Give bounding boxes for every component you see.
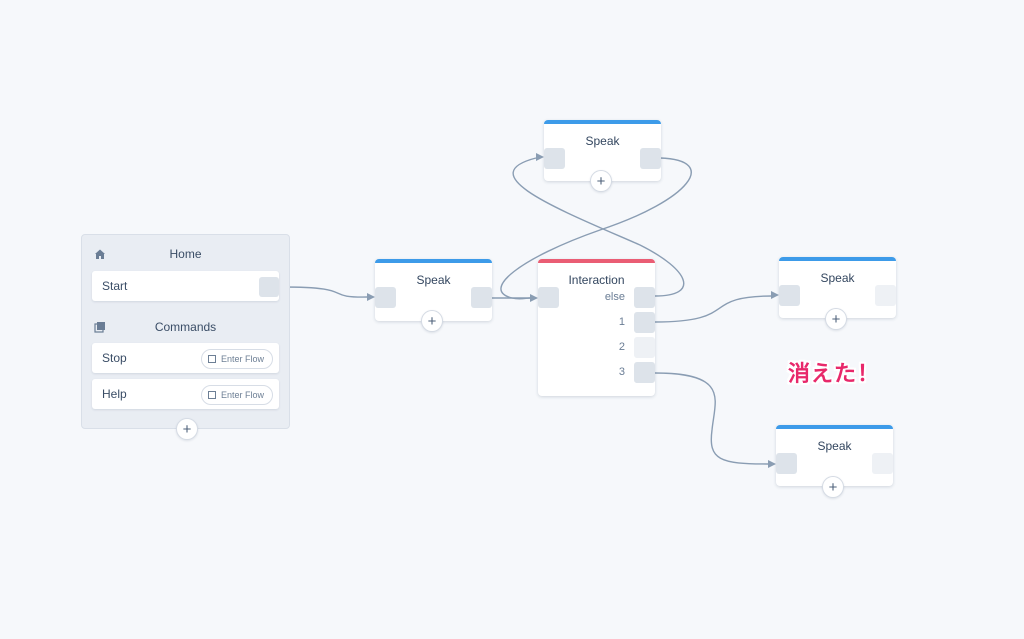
input-port[interactable] xyxy=(544,148,565,169)
enter-flow-label: Enter Flow xyxy=(220,354,264,364)
input-port[interactable] xyxy=(375,287,396,308)
start-output-port[interactable] xyxy=(259,277,279,297)
command-label: Stop xyxy=(102,351,127,365)
commands-label: Commands xyxy=(154,320,217,334)
enter-flow-button[interactable]: Enter Flow xyxy=(200,349,273,369)
speak-node-right-top[interactable]: Speak xyxy=(779,257,896,318)
option-port-2[interactable] xyxy=(634,337,655,358)
option-port-else[interactable] xyxy=(634,287,655,308)
add-step-button[interactable]: + xyxy=(590,170,612,192)
start-row[interactable]: Start xyxy=(92,271,279,301)
command-panel: Home Start Commands Stop Enter Flow Help… xyxy=(81,234,290,429)
speak-bar xyxy=(375,259,492,263)
command-row-help[interactable]: Help Enter Flow xyxy=(92,379,279,409)
option-port-1[interactable] xyxy=(634,312,655,333)
home-icon xyxy=(94,248,106,260)
option-label: 3 xyxy=(618,366,625,378)
interaction-bar xyxy=(538,259,655,263)
add-step-button[interactable]: + xyxy=(822,476,844,498)
home-label: Home xyxy=(169,247,202,261)
flow-icon xyxy=(207,355,216,363)
speak-bar xyxy=(544,120,661,124)
node-title: Speak xyxy=(817,439,852,453)
start-label: Start xyxy=(102,279,128,293)
flow-icon xyxy=(207,391,216,399)
output-port[interactable] xyxy=(640,148,661,169)
command-label: Help xyxy=(102,387,127,401)
input-port[interactable] xyxy=(776,453,797,474)
speak-node-right-bottom[interactable]: Speak xyxy=(776,425,893,486)
wire-opt3-to-speak xyxy=(654,372,769,465)
add-command-button[interactable]: + xyxy=(176,418,198,440)
wire-start-to-speak xyxy=(280,286,369,298)
wire-opt1-to-speak xyxy=(654,295,773,323)
speak-node-center[interactable]: Speak xyxy=(375,259,492,321)
add-step-button[interactable]: + xyxy=(825,308,847,330)
node-title: Interaction xyxy=(568,273,625,287)
speak-bar xyxy=(779,257,896,261)
speak-bar xyxy=(776,425,893,429)
output-port[interactable] xyxy=(872,453,893,474)
speak-node-top[interactable]: Speak xyxy=(544,120,661,181)
add-step-button[interactable]: + xyxy=(421,310,443,332)
option-port-3[interactable] xyxy=(634,362,655,383)
command-row-stop[interactable]: Stop Enter Flow xyxy=(92,343,279,373)
commands-icon xyxy=(94,321,106,333)
home-header: Home xyxy=(82,244,289,264)
commands-header: Commands xyxy=(82,317,289,337)
option-label: 2 xyxy=(618,341,625,353)
node-title: Speak xyxy=(416,273,451,287)
input-port[interactable] xyxy=(538,287,559,308)
annotation-text: 消えた！ xyxy=(788,361,881,386)
input-port[interactable] xyxy=(779,285,800,306)
enter-flow-button[interactable]: Enter Flow xyxy=(200,385,273,405)
enter-flow-label: Enter Flow xyxy=(220,390,264,400)
node-title: Speak xyxy=(820,271,855,285)
option-label: 1 xyxy=(618,316,625,328)
output-port[interactable] xyxy=(875,285,896,306)
output-port[interactable] xyxy=(471,287,492,308)
option-label: else xyxy=(604,291,625,303)
interaction-node[interactable]: Interaction else 1 2 3 xyxy=(538,259,655,396)
node-title: Speak xyxy=(585,134,620,148)
